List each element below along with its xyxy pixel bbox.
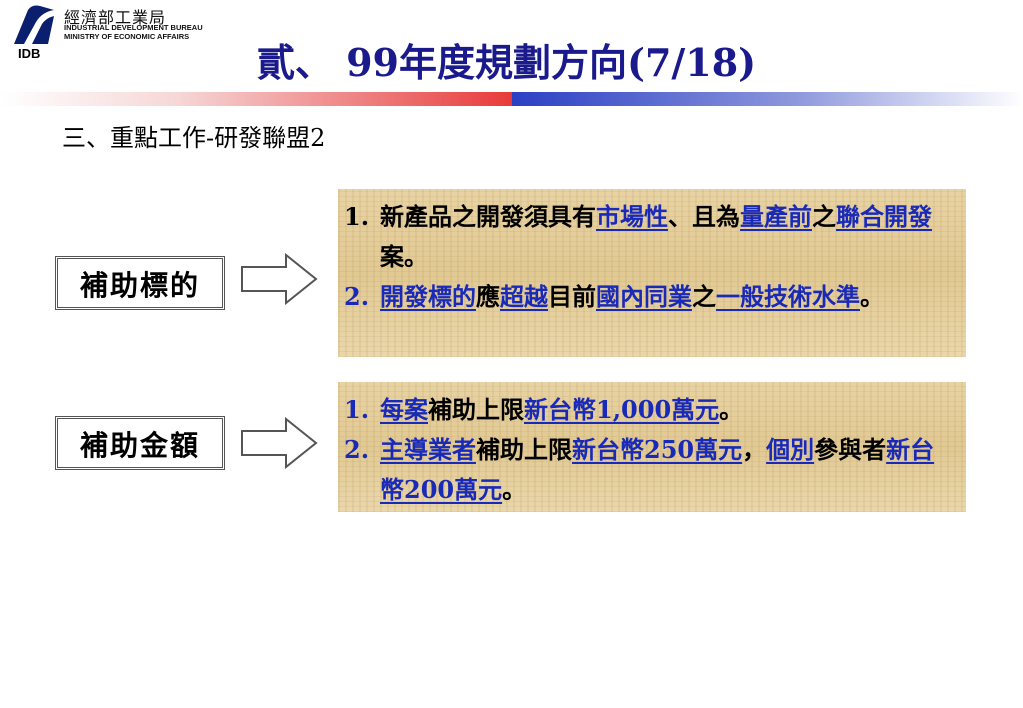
text-segment: 。: [860, 282, 884, 311]
item-text: 每案補助上限新台幣1,000萬元。: [380, 395, 743, 424]
list-item: 2. 主導業者補助上限新台幣250萬元，個別參與者新台幣200萬元。: [344, 430, 954, 510]
highlighted-term: 開發標的: [380, 282, 476, 311]
text-segment: 。: [502, 475, 527, 504]
logo-name-en-1: INDUSTRIAL DEVELOPMENT BUREAU: [64, 23, 203, 32]
logo-name-en-2: MINISTRY OF ECONOMIC AFFAIRS: [64, 32, 190, 41]
highlighted-term: 每案: [380, 395, 428, 424]
item-number: 1.: [344, 395, 370, 424]
text-segment: 。: [719, 395, 744, 424]
text-segment: 參與者: [814, 435, 887, 464]
right-arrow-icon: [241, 417, 318, 469]
highlighted-term: 新台幣1,000萬元: [524, 395, 720, 424]
idb-emblem-icon: [14, 5, 54, 44]
label-subsidy-target: 補助標的: [55, 256, 225, 310]
list-item: 1. 每案補助上限新台幣1,000萬元。: [344, 390, 954, 430]
text-segment: 補助上限: [428, 395, 524, 424]
highlighted-term: 聯合開發: [836, 202, 932, 231]
highlighted-term: 市場性: [596, 202, 668, 231]
text-segment: 之: [692, 282, 716, 311]
highlighted-term: 新台幣200萬元: [380, 435, 935, 504]
item-number: 2.: [344, 282, 370, 311]
highlighted-term: 主導業者: [380, 435, 476, 464]
text-segment: 補助上限: [476, 435, 572, 464]
text-segment: 新產品之開發須具有: [380, 202, 596, 231]
highlighted-term: 新台幣250萬元: [572, 435, 743, 464]
item-text: 新產品之開發須具有市場性、且為量產前之聯合開發案。: [380, 202, 932, 271]
text-segment: 應: [476, 282, 500, 311]
list-item: 1. 新產品之開發須具有市場性、且為量產前之聯合開發案。: [344, 197, 954, 277]
item-number: 2.: [344, 435, 370, 464]
highlighted-term: 國內同業: [596, 282, 692, 311]
highlighted-term: 個別: [766, 435, 815, 464]
text-segment: 案。: [380, 242, 428, 271]
item-text: 開發標的應超越目前國內同業之一般技術水準。: [380, 282, 884, 311]
highlighted-term: 量產前: [740, 202, 812, 231]
text-segment: 、且為: [668, 202, 740, 231]
title-bar-red: [0, 92, 512, 106]
slide-title: 貳、 99年度規劃方向(7/18): [256, 40, 757, 85]
logo-name-cn: 經濟部工業局: [64, 8, 167, 27]
section-heading: 三、重點工作-研發聯盟2: [62, 124, 326, 152]
text-segment: 之: [812, 202, 836, 231]
logo-abbr: IDB: [18, 46, 41, 61]
highlighted-term: 超越: [500, 282, 548, 311]
item-text: 主導業者補助上限新台幣250萬元，個別參與者新台幣200萬元。: [380, 435, 934, 504]
list-item: 2. 開發標的應超越目前國內同業之一般技術水準。: [344, 277, 954, 317]
text-segment: ，: [742, 435, 767, 464]
title-bar-blue: [512, 92, 1023, 106]
right-arrow-icon: [241, 253, 318, 305]
panel-subsidy-amount: 1. 每案補助上限新台幣1,000萬元。 2. 主導業者補助上限新台幣250萬元…: [338, 382, 966, 512]
idb-logo: 經濟部工業局 INDUSTRIAL DEVELOPMENT BUREAU MIN…: [6, 4, 206, 64]
label-subsidy-amount: 補助金額: [55, 416, 225, 470]
highlighted-term: 一般技術水準: [716, 282, 860, 311]
item-number: 1.: [344, 202, 370, 231]
panel-subsidy-target: 1. 新產品之開發須具有市場性、且為量產前之聯合開發案。 2. 開發標的應超越目…: [338, 189, 966, 357]
text-segment: 目前: [548, 282, 596, 311]
